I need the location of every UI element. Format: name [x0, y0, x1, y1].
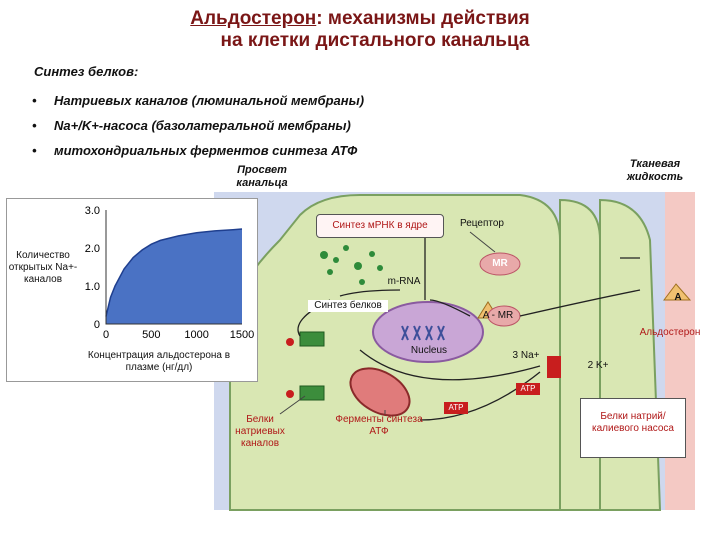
channel-connector	[279, 395, 306, 415]
aldosterone-a	[663, 283, 692, 301]
pump-proteins-box: Белки натрий/калиевого насоса	[580, 398, 686, 458]
na-ion	[286, 338, 294, 346]
chart-axes	[105, 210, 242, 325]
atp-badge: ATP	[516, 383, 540, 395]
title-rest: : механизмы действия	[316, 8, 530, 29]
a-mr-label: A - MR	[482, 310, 514, 321]
mrna-dots	[320, 245, 383, 285]
chart-xlabel: Концентрация альдостерона в плазме (нг/д…	[87, 350, 231, 373]
bullet-text: Натриевых каналов (люминальной мембраны)	[54, 93, 365, 108]
aldosterone-label: Альдостерон	[639, 327, 701, 338]
tissue-label: Тканевая жидкость	[626, 158, 684, 183]
na-channel	[299, 385, 325, 401]
neighbor-cell	[559, 198, 601, 511]
bullet-text: митохондриальных ферментов синтеза АТФ	[54, 143, 358, 158]
atp-badge: ATP	[444, 402, 468, 414]
mrna-synthesis-box: Синтез мРНК в ядре	[316, 214, 444, 238]
receptor-connector	[469, 231, 496, 253]
protein-synthesis-label: Синтез белков	[308, 300, 388, 312]
title-line2: на клетки дистального канальца	[220, 30, 530, 51]
nucleus-label: Nucleus	[410, 345, 448, 356]
receptor-label: Рецептор	[460, 218, 504, 229]
title-link[interactable]: Альдостерон	[190, 8, 317, 29]
bullet-text: Na+/K+-насоса (базолатеральной мембраны)	[54, 118, 351, 133]
y-tick-label: 2.0	[85, 243, 100, 255]
receptor-mr	[479, 252, 521, 276]
mrna-label: m-RNA	[387, 276, 421, 287]
curve-area	[106, 229, 242, 324]
na-channel-proteins-label: Белки натриевых каналов	[235, 414, 285, 449]
tissue-fluid-area	[665, 192, 695, 510]
mito-enzymes-label: Ферменты синтеза АТФ	[335, 414, 423, 437]
aldosterone-chart: 0 500 1000 1500 0 1.0 2.0 3.0	[85, 205, 255, 341]
neighbor-cell-2	[599, 198, 662, 511]
x-tick-label: 0	[103, 329, 109, 341]
x-tick-label: 1000	[184, 329, 208, 341]
a-label: A	[674, 292, 682, 303]
k2-label: 2 K+	[587, 360, 609, 371]
na-ion	[286, 390, 294, 398]
na-k-pump	[547, 356, 561, 378]
y-tick-label: 0	[94, 319, 100, 331]
y-tick-label: 1.0	[85, 281, 100, 293]
y-tick-label: 3.0	[85, 205, 100, 217]
x-tick-label: 500	[142, 329, 160, 341]
mitochondrion	[349, 367, 411, 417]
bullet-item: •Na+/K+-насоса (базолатеральной мембраны…	[32, 118, 351, 133]
curve-line	[105, 228, 243, 317]
mr-label: MR	[492, 258, 508, 269]
page-title: Альдостерон: механизмы действия на клетк…	[0, 8, 720, 52]
na3-label: 3 Na+	[512, 350, 540, 361]
chart-ylabel: Количество открытых Na+-каналов	[8, 250, 78, 285]
lumen-label: Просвет канальца	[236, 164, 288, 189]
na-channel	[299, 331, 325, 347]
pathway-arrows	[297, 230, 641, 421]
dna-icon	[401, 325, 445, 341]
intro-text: Синтез белков:	[34, 64, 139, 79]
bullet-item: •Натриевых каналов (люминальной мембраны…	[32, 93, 365, 108]
x-tick-label: 1500	[230, 329, 254, 341]
bullet-item: •митохондриальных ферментов синтеза АТФ	[32, 143, 358, 158]
